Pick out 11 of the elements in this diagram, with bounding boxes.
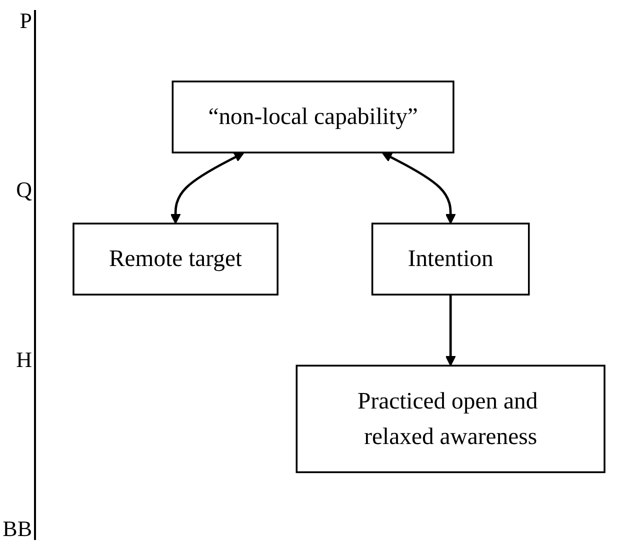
node-box: Practiced open and relaxed awareness	[296, 364, 606, 474]
scale-label: P	[20, 10, 32, 32]
scale-label: H	[16, 348, 32, 371]
node-box: Remote target	[72, 222, 278, 296]
node-box: “non-local capability”	[172, 80, 454, 154]
arrow	[170, 152, 244, 224]
arrow	[445, 294, 456, 366]
scale-label: BB	[2, 518, 32, 540]
node-box: Intention	[371, 222, 530, 296]
arrow	[382, 152, 456, 224]
scale-label: Q	[16, 179, 32, 202]
